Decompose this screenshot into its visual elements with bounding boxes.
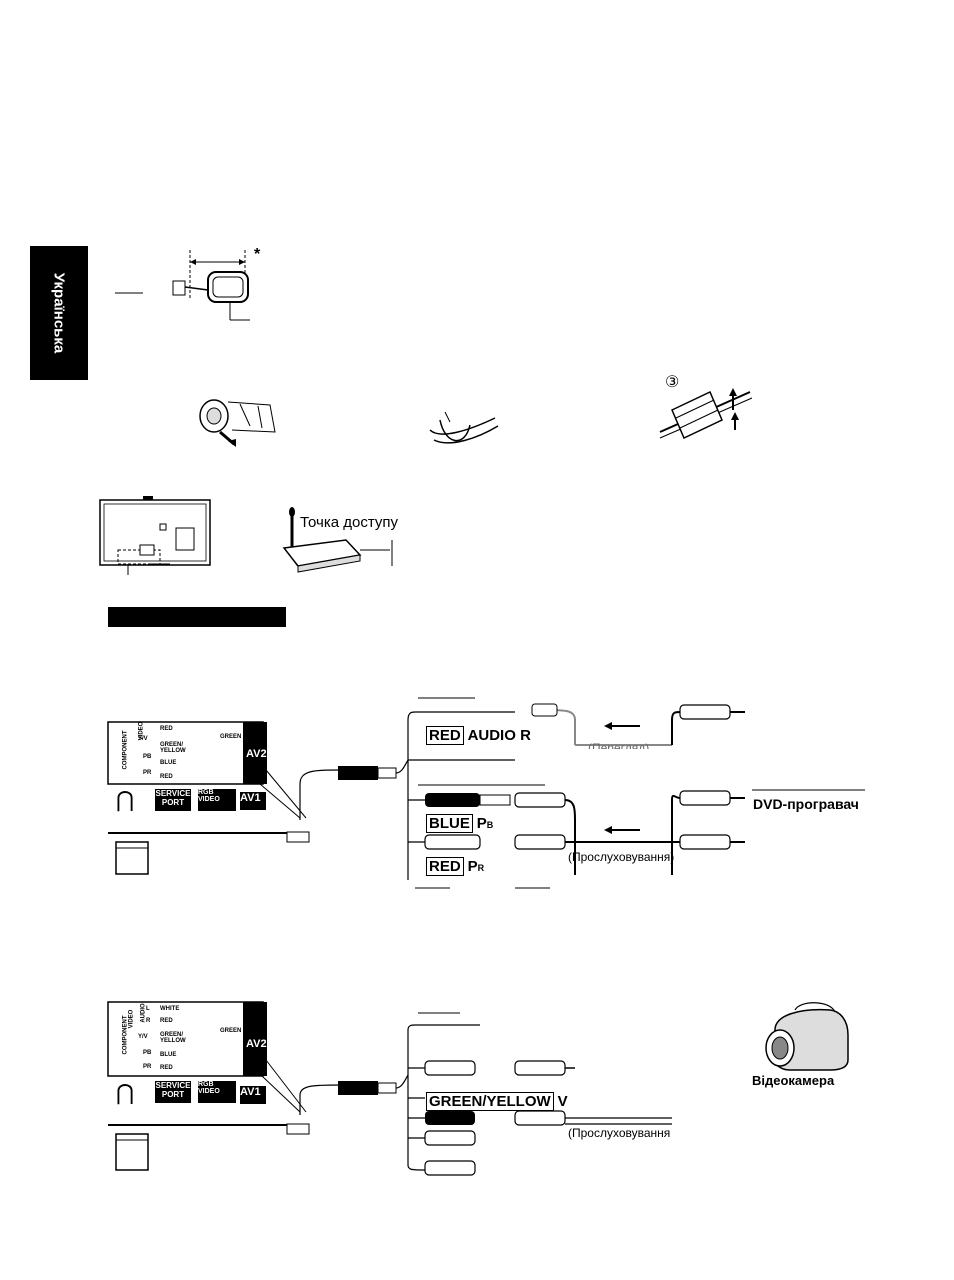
red-pr-label: RED PR: [426, 857, 484, 876]
panel-pr-label: PR: [143, 770, 152, 776]
rgb-label: RGB: [198, 789, 214, 796]
panel2-video-label: VIDEO: [128, 1009, 135, 1029]
tv-rear-illustration: [99, 496, 211, 575]
camcorder-connection-lines: [107, 1001, 672, 1176]
panel2-l-label: L: [146, 1006, 150, 1012]
video-label: VIDEO: [198, 796, 220, 803]
panel2-white-label: WHITE: [160, 1006, 180, 1012]
panel-av2-label: AV2: [246, 748, 267, 760]
listening-note-2: (Прослуховування: [568, 1126, 671, 1140]
language-side-tab: Українська: [30, 246, 88, 380]
headphone-jack-icon: ⋂: [116, 787, 135, 812]
ferrite-step3-illustration: [659, 388, 753, 440]
panel-component-label: COMPONENT: [122, 730, 129, 770]
dimension-asterisk: *: [254, 246, 261, 263]
partial-view-note: (Перегляд): [588, 741, 650, 749]
panel2-pr-label: PR: [143, 1064, 152, 1070]
blue-pb-label: BLUE PB: [426, 814, 493, 833]
panel2-yv-label: Y/V: [138, 1034, 148, 1040]
camcorder-label: Відеокамера: [752, 1073, 835, 1088]
panel-green-yellow-label: GREEN/ YELLOW: [160, 742, 186, 754]
panel-red-label: RED: [160, 726, 173, 732]
service-port-label-2: SERVICE PORT: [155, 1081, 191, 1103]
dvd-player-label: DVD-програвач: [753, 796, 859, 812]
panel-pb-label: PB: [143, 754, 152, 760]
panel2-green-yellow-label: GREEN/ YELLOW: [160, 1032, 186, 1044]
panel2-pb-label: PB: [143, 1050, 152, 1056]
ferrite-step1-illustration: [199, 399, 276, 447]
tv-panel-av2-diagram1: COMPONENT VIDEO Y/V PB PR RED GREEN/ YEL…: [108, 722, 267, 784]
ferrite-dimension-illustration: [115, 250, 250, 321]
tv-panel-av2-diagram2: COMPONENT VIDEO AUDIO L R Y/V PB PR WHIT…: [108, 1002, 267, 1076]
panel2-av2-label: AV2: [246, 1038, 267, 1050]
panel2-green-label: GREEN: [220, 1028, 242, 1034]
panel-blue-label: BLUE: [160, 760, 177, 766]
service-port-label: SERVICE PORT: [155, 789, 191, 811]
headphone-jack-icon-2: ⋂: [116, 1080, 135, 1105]
rgb-video-port-2: RGB VIDEO: [198, 1081, 236, 1103]
panel2-blue-label: BLUE: [160, 1052, 177, 1058]
panel2-red-label-2: RED: [160, 1065, 173, 1071]
panel-red-label-2: RED: [160, 774, 173, 780]
listening-note-1: (Прослуховування): [568, 850, 675, 864]
av1-label-2: AV1: [240, 1086, 266, 1104]
rgb-label-2: RGB: [198, 1081, 214, 1088]
dvd-connection-lines: [107, 697, 865, 889]
panel-yv-label: Y/V: [138, 736, 148, 742]
access-point-illustration: [282, 507, 393, 573]
panel2-r-label: R: [146, 1018, 151, 1024]
access-point-label: Точка доступу: [300, 514, 398, 531]
rgb-video-port: RGB VIDEO: [198, 789, 236, 811]
red-audio-r-label: RED AUDIO R: [426, 726, 531, 745]
section-header-bar: [108, 607, 286, 627]
camcorder-illustration: [765, 1002, 849, 1071]
green-yellow-v-label: GREEN/YELLOW V: [426, 1092, 568, 1111]
av1-label: AV1: [240, 792, 266, 810]
video-label-2: VIDEO: [198, 1088, 220, 1095]
step-number-label: ③: [665, 374, 680, 391]
panel-green-label: GREEN: [220, 734, 242, 740]
panel2-red-label: RED: [160, 1018, 173, 1024]
ferrite-step2-illustration: [429, 411, 499, 444]
